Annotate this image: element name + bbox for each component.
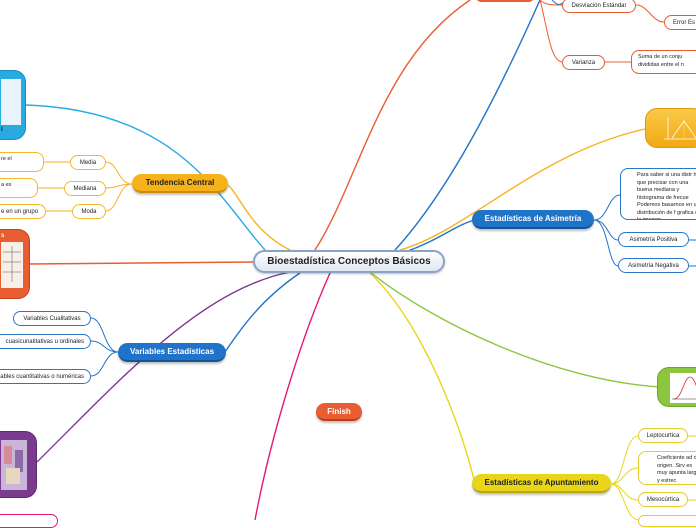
apuntamiento-bottom-stub[interactable] [638,515,696,527]
leptocurtica-node[interactable]: Leptocurtica [638,428,688,443]
bell-curve-icon [670,373,696,403]
asimetria-description[interactable]: Para saber si una distr hay que precisar… [620,168,696,220]
apuntamiento-description[interactable]: Coeficiente ad de origen. Sirv es muy ap… [638,451,696,485]
varianza-note[interactable]: Suma de un conju divididas entre el n [631,50,696,74]
mediana-note[interactable]: a es [0,178,38,198]
variables-cualitativas-node[interactable]: Variables Cualitativas [13,311,91,326]
pink-branch-stub[interactable] [0,514,58,528]
variables-image[interactable]: s [0,229,30,299]
red-image-caption: s [1,233,4,239]
tendencia-image[interactable]: l [0,70,26,140]
blue-image-caption: l [1,127,3,133]
varianza-node[interactable]: Varianza [562,55,605,70]
desviacion-estandar-node[interactable]: Desviación Estándar [562,0,636,13]
table-sketch-icon [1,242,23,288]
media-note[interactable]: re el [0,152,44,172]
estadisticas-apuntamiento-node[interactable]: Estadísticas de Apuntamiento [472,474,611,493]
finish-node[interactable]: Finish [316,403,362,421]
top-node-stub[interactable] [476,0,534,2]
moda-note[interactable]: e en un grupo [0,204,46,219]
variables-cuasicuantitativas-node[interactable]: cuasicunatitativas u ordinales [0,334,91,349]
purple-branch-image[interactable] [0,431,37,498]
mediana-node[interactable]: Mediana [64,181,106,196]
media-node[interactable]: Media [70,155,106,170]
asimetria-positiva-node[interactable]: Asimetría Positiva [618,232,689,247]
asimetria-negativa-node[interactable]: Asimetría Negativa [618,258,689,273]
people-photo-icon [1,440,27,490]
central-topic[interactable]: Bioestadística Conceptos Básicos [253,250,445,273]
asymmetry-chart-image[interactable] [645,108,696,148]
error-estandar-node[interactable]: Error Es [664,15,696,30]
variables-estadisticas-node[interactable]: Variables Estadísticas [118,343,226,362]
tendencia-central-node[interactable]: Tendencia Central [132,174,228,193]
triangle-chart-icon [646,109,696,148]
variables-cuantitativas-node[interactable]: ables cuantitativas o numéricas [0,369,91,384]
distribution-curve-image[interactable] [657,367,696,407]
mesocurtica-node[interactable]: Mesocúrtica [638,492,688,507]
moda-node[interactable]: Moda [72,204,106,219]
estadisticas-asimetria-node[interactable]: Estadísticas de Asimetría [472,210,594,229]
